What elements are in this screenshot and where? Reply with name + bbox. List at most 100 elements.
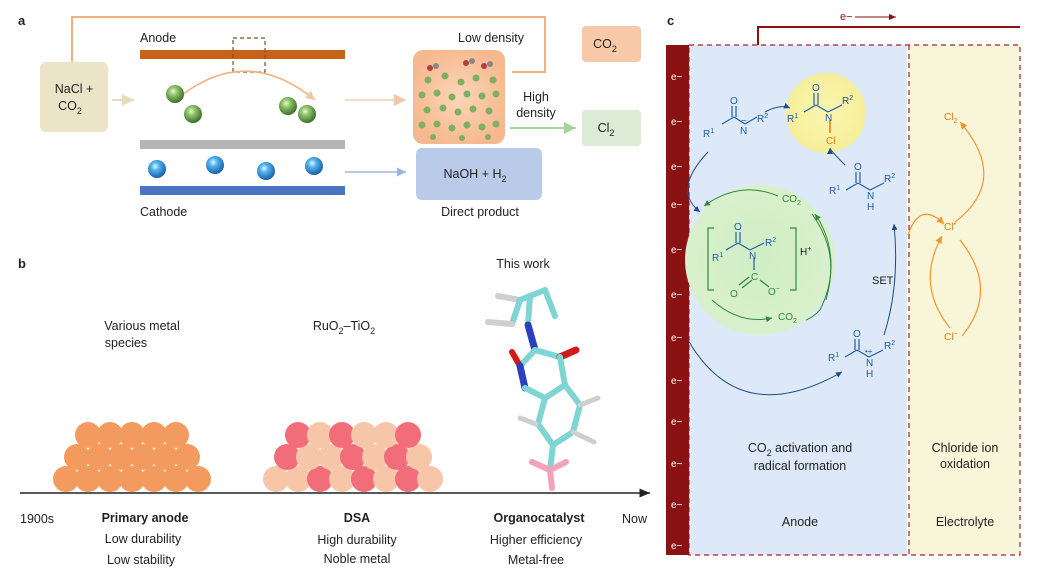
ruo2-tio2-label: RuO2–TiO2 — [313, 319, 375, 336]
atom-o: O — [734, 222, 742, 233]
co2-top-label: CO2 — [782, 194, 801, 207]
co2-box — [582, 26, 641, 62]
electrode-bar — [666, 45, 689, 555]
atom-r1: R1 — [828, 352, 839, 364]
svg-text:e−: e− — [671, 72, 683, 83]
this-work-label: This work — [496, 257, 550, 271]
atom-n: N — [749, 251, 756, 262]
cation — [305, 157, 323, 175]
electron-flow-label: e− — [840, 11, 853, 23]
atom-r1: R1 — [829, 185, 840, 197]
panel-b: b This work Various metal species RuO2–T… — [18, 256, 650, 567]
atom-cl: Cl — [826, 136, 835, 147]
panel-b-label: b — [18, 256, 26, 271]
electrolyte-region — [908, 45, 1020, 555]
chloride-ion — [184, 105, 202, 123]
group-line1: Low durability — [105, 532, 182, 546]
panel-c-label: c — [667, 13, 674, 28]
chlorination-arrow — [907, 213, 945, 236]
various-line2: species — [105, 336, 147, 350]
atom-o: O — [854, 162, 862, 173]
svg-text:e−: e− — [671, 500, 683, 511]
chloride-ion — [298, 105, 316, 123]
group-title: Organocatalyst — [493, 511, 585, 525]
chloride-ion — [279, 97, 297, 115]
cathode-label: Cathode — [140, 205, 187, 219]
charge-minus: − — [741, 116, 747, 127]
atom-h: H — [866, 369, 873, 380]
panel-a-label: a — [18, 13, 26, 28]
structure-carbamate — [707, 227, 797, 291]
chloride-line2: oxidation — [940, 457, 990, 471]
high-density-line1: High — [523, 90, 549, 104]
cl-radical-to-cl2-arrow — [954, 121, 985, 223]
atom-n: N — [740, 126, 747, 137]
organocatalyst-molecule — [485, 287, 601, 491]
cl2-box — [582, 110, 641, 146]
anode-label: Anode — [140, 31, 176, 45]
group-line1: High durability — [317, 533, 397, 547]
radical-cation-charge: •+ — [865, 347, 873, 356]
cl2-label: Cl2 — [944, 112, 957, 125]
cycle-arrow — [764, 102, 791, 113]
primary-anode-pile — [53, 422, 211, 492]
atom-r2: R2 — [884, 340, 895, 352]
svg-text:e−: e− — [671, 459, 683, 470]
chlorinated-intermediate-cloud — [786, 73, 866, 153]
svg-text:e−: e− — [671, 290, 683, 301]
carbamate-co2-bonds — [738, 276, 770, 289]
panel-c: c e− e− e− e− e− e− e− e− e− e− e− e− e− — [666, 11, 1021, 556]
cation — [206, 156, 224, 174]
various-line1: Various metal — [104, 319, 180, 333]
svg-text:e−: e− — [671, 333, 683, 344]
co2-activation-cloud — [685, 185, 835, 335]
high-density-line2: density — [516, 106, 556, 120]
cl-radical-label: Cl• — [944, 221, 956, 233]
co2-cycle-arrow — [805, 309, 821, 321]
anode-region-label: Anode — [782, 515, 818, 529]
cl-minus-label: Cl− — [944, 331, 958, 343]
axis-end-label: Now — [622, 512, 648, 526]
proton-label: H+ — [800, 246, 811, 258]
low-density-label: Low density — [458, 31, 525, 45]
co2-cycle-arrow — [811, 213, 832, 311]
structure-amide — [845, 172, 885, 191]
co2-bottom-label: CO2 — [778, 312, 797, 325]
co2-box-label: CO2 — [593, 37, 617, 54]
naoh-box-label: NaOH + H2 — [443, 167, 506, 184]
zoom-box — [232, 37, 266, 73]
chloride-line1: Chloride ion — [932, 441, 999, 455]
activation-line2: radical formation — [754, 459, 846, 473]
atom-r2: R2 — [765, 237, 776, 249]
feed-line1: NaCl + — [55, 82, 94, 96]
atom-r2: R2 — [884, 173, 895, 185]
group-line2: Low stability — [107, 553, 176, 567]
group-line2: Noble metal — [324, 552, 391, 566]
cathode-bar — [140, 186, 345, 195]
activation-line1: CO2 activation and — [748, 441, 852, 458]
group-title: DSA — [344, 511, 370, 525]
membrane-bar — [140, 140, 345, 149]
svg-text:e−: e− — [671, 245, 683, 256]
feed-box — [40, 62, 108, 132]
svg-text:e−: e− — [671, 417, 683, 428]
panel-a: a NaCl + CO2 Anode Cathode — [18, 13, 641, 219]
group-title: Primary anode — [102, 511, 189, 525]
group-line2: Metal-free — [508, 553, 564, 567]
dsa-pile — [263, 422, 443, 492]
atom-n: N — [866, 358, 873, 369]
feed-line2: CO2 — [58, 99, 82, 116]
set-label: SET — [872, 275, 894, 287]
carbamate-bonds — [725, 232, 765, 270]
reaction-arc-arrow — [181, 70, 316, 101]
atom-o: O — [730, 96, 738, 107]
co2-capture-arrow — [703, 189, 779, 207]
group-line1: Higher efficiency — [490, 533, 583, 547]
direct-product-label: Direct product — [441, 205, 519, 219]
atom-r1: R1 — [703, 128, 714, 140]
gas-molecules — [418, 58, 500, 141]
atom-c: C — [751, 272, 758, 283]
co2-recycle-line — [71, 16, 546, 73]
structure-n-chloro-amide — [803, 93, 843, 113]
